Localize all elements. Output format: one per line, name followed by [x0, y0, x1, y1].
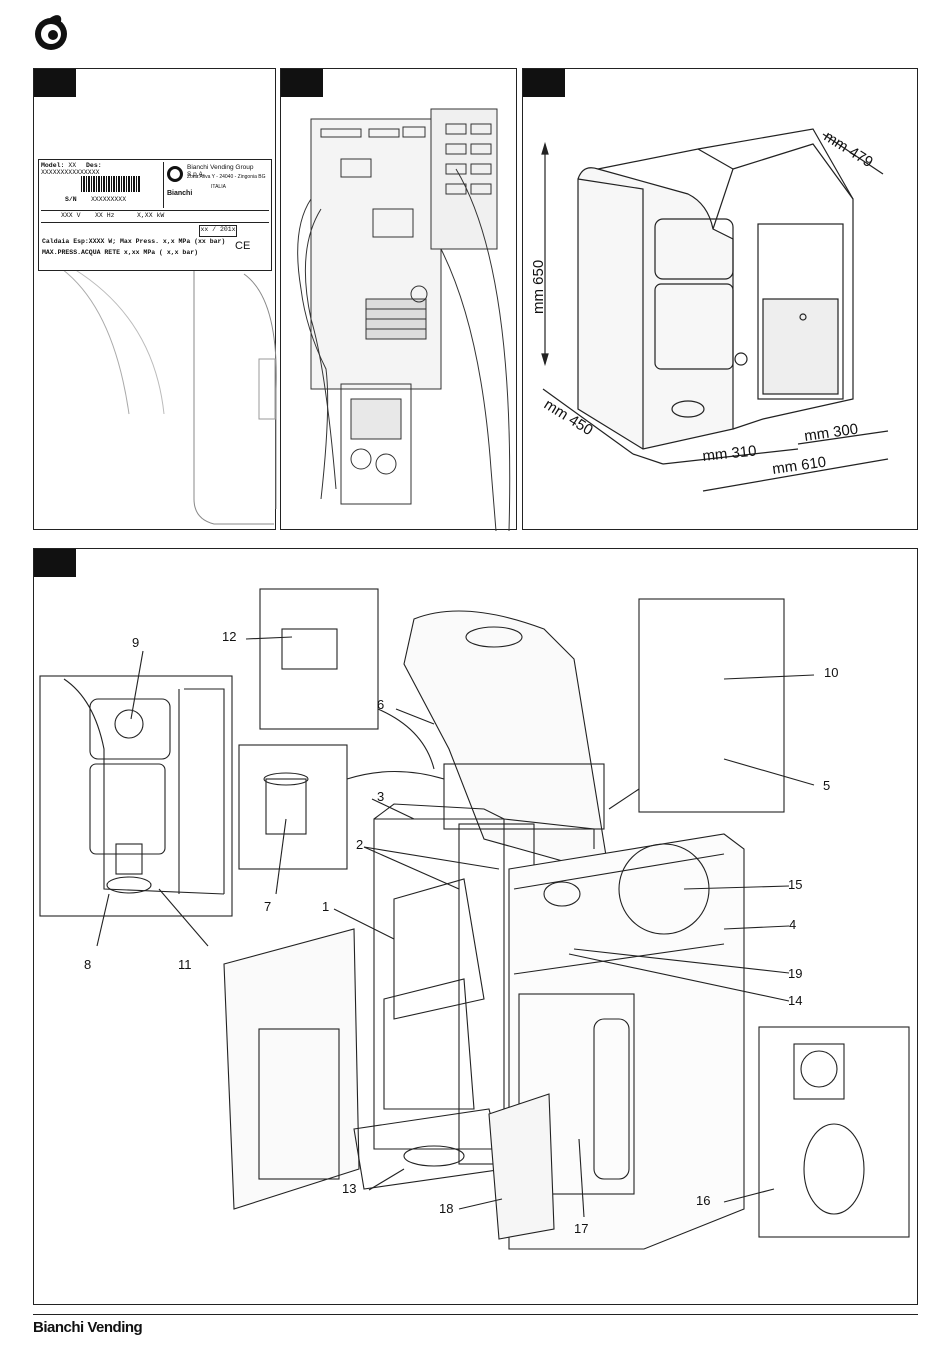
dimensions-drawing: mm 650 mm 479 mm 450 mm 310 mm 300 mm 61…	[530, 128, 889, 492]
dim-width-left: mm 310	[702, 442, 758, 465]
model-value: XX	[68, 162, 77, 169]
dim-width-total: mm 610	[771, 454, 827, 478]
callout-7: 7	[264, 899, 272, 914]
callout-5: 5	[823, 778, 831, 793]
power-value: X,XX kW	[137, 212, 165, 219]
callout-8: 8	[84, 957, 92, 972]
company-country: ITALIA	[211, 184, 226, 190]
rating-plate: Model: XX Des: XXXXXXXXXXXXXXX S/N XXXXX…	[38, 159, 272, 271]
components-drawing	[39, 588, 910, 1250]
panel-tab	[523, 69, 565, 97]
date-value: xx / 201x	[200, 226, 236, 233]
footer-brand: Bianchi Vending	[33, 1319, 143, 1336]
callout-4: 4	[789, 917, 797, 932]
callout-3: 3	[377, 789, 385, 804]
des-value: XXXXXXXXXXXXXXX	[41, 169, 100, 176]
callout-19: 19	[788, 966, 803, 981]
dim-height: mm 650	[530, 260, 547, 314]
sn-value: XXXXXXXXX	[91, 196, 127, 203]
dim-width-right: mm 300	[803, 421, 859, 445]
callout-11: 11	[178, 957, 192, 972]
callout-10: 10	[824, 665, 839, 680]
callout-18: 18	[439, 1201, 454, 1216]
panel-tab	[281, 69, 323, 97]
callout-2: 2	[356, 837, 364, 852]
panel-electronics	[280, 68, 517, 531]
callout-17: 17	[574, 1221, 589, 1236]
footer-rule	[33, 1314, 918, 1315]
dim-depth-top: mm 479	[821, 128, 876, 171]
panel-tab	[34, 69, 76, 97]
boiler-line: Caldaia Esp:XXXX W; Max Press. x,x MPa (…	[42, 238, 226, 245]
sn-label: S/N	[65, 196, 77, 203]
callout-12: 12	[222, 629, 237, 644]
callout-6: 6	[377, 697, 385, 712]
ce-mark: CE	[235, 240, 251, 252]
callout-9: 9	[132, 635, 140, 650]
plate-logo-icon	[167, 166, 183, 182]
panel-rating-plate: Model: XX Des: XXXXXXXXXXXXXXX S/N XXXXX…	[33, 68, 277, 530]
company-address: Zona Aliva Y - 24040 - Zingonia BG	[187, 174, 266, 180]
panel-components: 9 12 6 10 5 3 2 1 7 15 4 8 11 19 14 13 1…	[33, 548, 918, 1305]
callout-16: 16	[696, 1193, 711, 1208]
barcode	[81, 176, 141, 192]
company-name: Bianchi Vending Group S.p.A.	[187, 164, 254, 178]
model-label: Model:	[41, 162, 65, 169]
company-logo-text: Bianchi	[167, 190, 193, 197]
callout-13: 13	[342, 1181, 357, 1196]
water-line: MAX.PRESS.ACQUA RETE x,xx MPa ( x,x bar)	[42, 249, 199, 256]
electronics-drawing	[297, 108, 511, 531]
panel-dimensions: mm 650 mm 479 mm 450 mm 310 mm 300 mm 61…	[522, 68, 918, 530]
frequency-value: XX Hz	[95, 212, 115, 219]
machine-side-drawing	[61, 268, 277, 525]
des-label: Des:	[86, 162, 102, 169]
bianchi-swirl-logo-icon	[30, 8, 72, 52]
voltage-value: XXX V	[61, 212, 81, 219]
panel-tab	[34, 549, 76, 577]
callout-1: 1	[322, 899, 330, 914]
callout-15: 15	[788, 877, 803, 892]
date-box: xx / 201x	[199, 225, 237, 237]
callout-14: 14	[788, 993, 803, 1008]
